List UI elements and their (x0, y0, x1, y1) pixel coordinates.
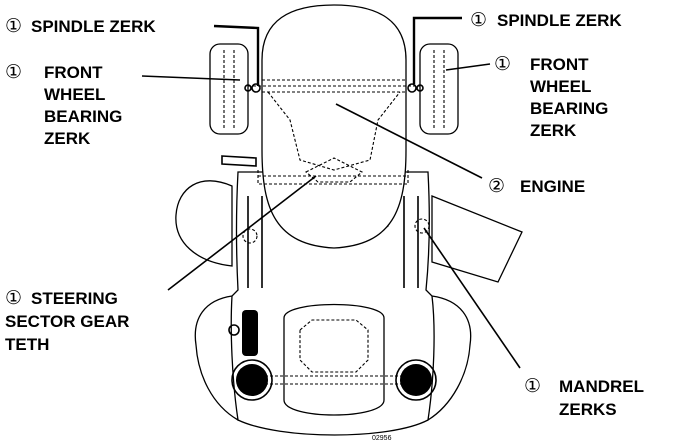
leader-spindle-left (213, 24, 260, 86)
front-wheel-right (419, 43, 459, 135)
leader-spindle-right (412, 16, 462, 84)
callout-text-line-2: SECTOR GEAR (5, 312, 129, 331)
callout-text-line-3: TETH (5, 335, 49, 354)
hydro-lever (242, 310, 258, 356)
rear-wheel-right (400, 364, 432, 396)
label-front-left: ① FRONT WHEEL BEARING ZERK (5, 61, 122, 148)
mower-deck (175, 180, 233, 267)
frame-rail-dashed (257, 170, 409, 185)
label-spindle-left: ① SPINDLE ZERK (5, 15, 156, 37)
rear-fender-right (427, 295, 472, 422)
label-mandrel: ① MANDREL ZERKS (524, 375, 644, 419)
mower-deck-chute (431, 195, 523, 283)
mandrel-zerk-left (242, 228, 258, 244)
rear-wheel-right-ring (395, 359, 437, 401)
leader-steering (167, 175, 317, 291)
label-steering: ① STEERING SECTOR GEAR TETH (5, 287, 129, 354)
leader-front-left (141, 75, 241, 81)
wheel-bearing-zerk-left (244, 84, 252, 92)
callout-text-line-1: FRONT (44, 63, 103, 82)
footrest-right (403, 196, 419, 288)
engine-outline-dashed (267, 91, 401, 171)
wheel-bearing-zerk-right (416, 84, 424, 92)
callout-text-line-1: FRONT (530, 55, 589, 74)
label-engine: ② ENGINE (488, 175, 585, 197)
tractor-drawing (175, 4, 523, 436)
rear-wheel-left-ring (231, 359, 273, 401)
callout-text-line-2: ZERKS (559, 400, 617, 419)
callout-text-line-4: ZERK (530, 121, 577, 140)
callout-number: ① (5, 15, 22, 37)
rear-wheel-left (236, 364, 268, 396)
battery-dashed (299, 319, 369, 373)
seat (283, 303, 385, 416)
leader-engine (335, 103, 483, 179)
front-wheel-left (209, 43, 249, 135)
mandrel-zerk-right (414, 218, 430, 234)
footrest-left (247, 196, 263, 288)
callout-text-line-2: WHEEL (530, 77, 591, 96)
callout-number: ① (470, 9, 487, 31)
rear-axle-dashed (260, 375, 406, 385)
callout-text-line-3: BEARING (44, 107, 122, 126)
callout-number: ① (5, 287, 22, 309)
spindle-zerk-left (251, 83, 261, 93)
lever-knob (228, 324, 240, 336)
sector-gear-dashed (305, 157, 363, 183)
leader-mandrel (423, 227, 521, 369)
callout-text-line-3: BEARING (530, 99, 608, 118)
callout-text-line-2: WHEEL (44, 85, 105, 104)
front-wheel-right-hub (433, 50, 445, 128)
throttle-lever (221, 155, 257, 167)
spindle-zerk-right (407, 83, 417, 93)
callout-number: ① (524, 375, 541, 397)
callout-number: ① (494, 53, 511, 75)
label-front-right: ① FRONT WHEEL BEARING ZERK (494, 53, 608, 140)
front-axle (238, 79, 430, 93)
label-spindle-right: ① SPINDLE ZERK (470, 9, 622, 31)
callout-text-line-1: STEERING (31, 289, 118, 308)
callout-text: SPINDLE ZERK (497, 11, 622, 30)
callout-number: ② (488, 175, 505, 197)
callout-number: ① (5, 61, 22, 83)
callout-text-line-1: MANDREL (559, 377, 644, 396)
callout-text-line-4: ZERK (44, 129, 91, 148)
figure-id: 02956 (372, 435, 392, 442)
leader-front-right (445, 63, 491, 71)
rear-fender-left (194, 295, 239, 422)
callout-text: SPINDLE ZERK (31, 17, 156, 36)
callout-text: ENGINE (520, 177, 585, 196)
leader-lines (141, 16, 521, 369)
hood (261, 4, 407, 249)
front-wheel-left-hub (223, 50, 235, 128)
